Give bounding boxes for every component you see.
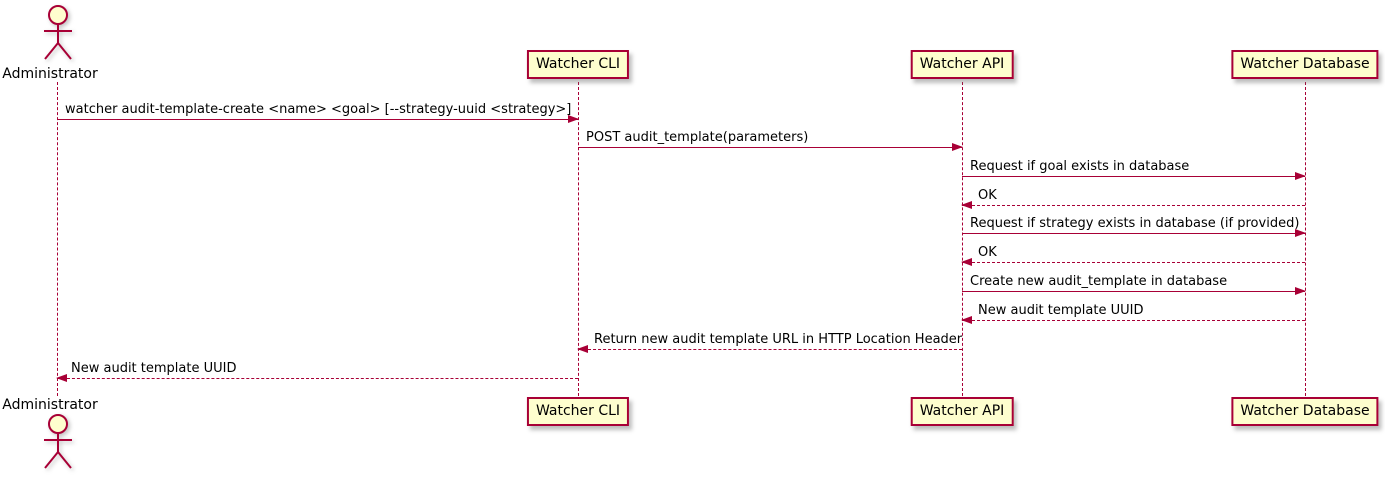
- message-arrow: [961, 201, 1305, 209]
- actor-label-administrator-bottom: Administrator: [2, 397, 98, 413]
- message-label: Request if goal exists in database: [970, 159, 1190, 174]
- lifeline-administrator: [57, 82, 58, 396]
- arrowhead-right-icon: [1295, 172, 1306, 180]
- actor-administrator-top: [35, 4, 81, 64]
- arrowhead-right-icon: [1295, 229, 1306, 237]
- participant-watcher-api-bottom: Watcher API: [910, 397, 1014, 426]
- message-label: New audit template UUID: [978, 303, 1144, 318]
- participant-watcher-cli-top: Watcher CLI: [526, 50, 630, 79]
- message-ok-strategy: OK: [961, 245, 1305, 266]
- lifeline-watcher-api: [962, 82, 963, 396]
- arrowhead-right-icon: [1295, 287, 1306, 295]
- participant-watcher-cli-bottom: Watcher CLI: [526, 397, 630, 426]
- message-label: watcher audit-template-create <name> <go…: [65, 102, 572, 117]
- message-label: Create new audit_template in database: [970, 274, 1228, 289]
- arrowhead-left-icon: [961, 201, 972, 209]
- message-arrow: [961, 258, 1305, 266]
- lifeline-watcher-cli: [578, 82, 579, 396]
- message-new-audit-template-uuid-db: New audit template UUID: [961, 303, 1305, 324]
- message-label: Request if strategy exists in database (…: [970, 216, 1300, 231]
- message-ok-goal: OK: [961, 188, 1305, 209]
- actor-administrator-bottom: [35, 413, 81, 473]
- message-label: OK: [978, 188, 997, 203]
- actor-icon: [44, 414, 72, 469]
- message-request-goal-exists: Request if goal exists in database: [962, 159, 1306, 180]
- message-arrow: [577, 345, 962, 353]
- message-arrow: [962, 229, 1306, 237]
- message-arrow: [962, 287, 1306, 295]
- message-create-audit-template: Create new audit_template in database: [962, 274, 1306, 295]
- arrowhead-left-icon: [961, 258, 972, 266]
- arrowhead-right-icon: [568, 115, 579, 123]
- message-request-strategy-exists: Request if strategy exists in database (…: [962, 216, 1306, 237]
- participant-watcher-database-bottom: Watcher Database: [1231, 397, 1379, 426]
- message-arrow: [56, 374, 578, 382]
- lifeline-watcher-database: [1305, 82, 1306, 396]
- message-audit-template-create: watcher audit-template-create <name> <go…: [57, 102, 579, 123]
- message-new-audit-template-uuid-cli: New audit template UUID: [56, 361, 578, 382]
- message-arrow: [961, 316, 1305, 324]
- message-label: Return new audit template URL in HTTP Lo…: [594, 332, 963, 347]
- message-post-audit-template: POST audit_template(parameters): [578, 130, 963, 151]
- arrowhead-right-icon: [952, 143, 963, 151]
- arrowhead-left-icon: [577, 345, 588, 353]
- participant-watcher-api-top: Watcher API: [910, 50, 1014, 79]
- message-label: New audit template UUID: [71, 361, 237, 376]
- participant-watcher-database-top: Watcher Database: [1231, 50, 1379, 79]
- message-label: OK: [978, 245, 997, 260]
- arrowhead-left-icon: [961, 316, 972, 324]
- message-arrow: [57, 115, 579, 123]
- arrowhead-left-icon: [56, 374, 67, 382]
- actor-label-administrator-top: Administrator: [2, 66, 98, 82]
- actor-icon: [44, 5, 72, 60]
- message-label: POST audit_template(parameters): [586, 130, 809, 145]
- message-arrow: [578, 143, 963, 151]
- message-return-url-location-header: Return new audit template URL in HTTP Lo…: [577, 332, 963, 353]
- message-arrow: [962, 172, 1306, 180]
